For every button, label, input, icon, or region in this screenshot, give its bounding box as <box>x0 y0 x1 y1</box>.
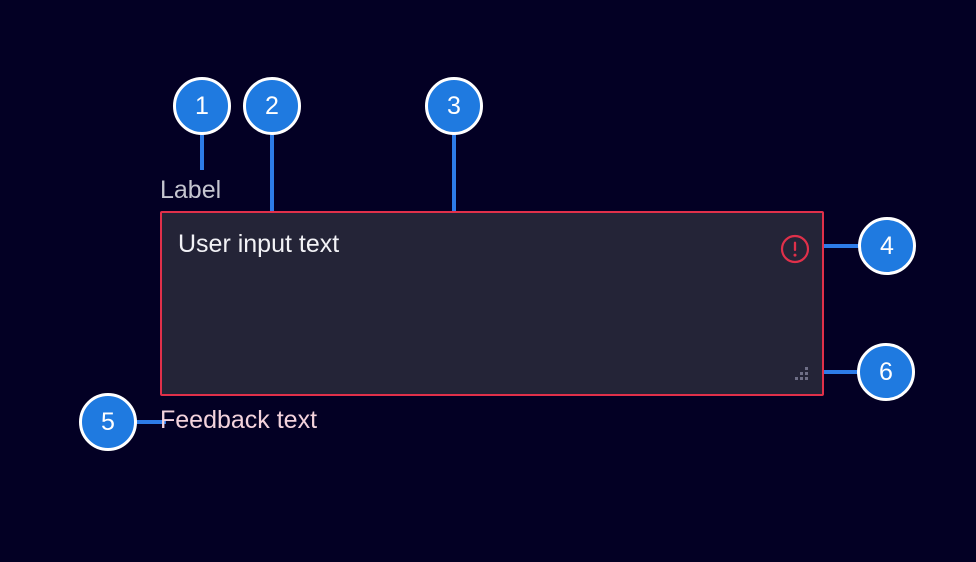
connector-line-5 <box>134 420 166 424</box>
field-label: Label <box>160 176 222 204</box>
connector-line-1 <box>200 130 204 170</box>
callout-badge-5[interactable]: 5 <box>79 393 137 451</box>
callout-badge-1[interactable]: 1 <box>173 77 231 135</box>
callout-badge-6[interactable]: 6 <box>857 343 915 401</box>
callout-badge-2[interactable]: 2 <box>243 77 301 135</box>
resize-grip-icon[interactable] <box>794 366 810 382</box>
feedback-text: Feedback text <box>160 406 318 434</box>
connector-line-6 <box>812 370 860 374</box>
textarea-input-text[interactable]: User input text <box>178 230 340 258</box>
connector-line-3 <box>452 130 456 246</box>
connector-line-2 <box>270 130 274 230</box>
connector-line-4 <box>824 244 860 248</box>
callout-badge-4[interactable]: 4 <box>858 217 916 275</box>
callout-badge-3[interactable]: 3 <box>425 77 483 135</box>
textarea-field[interactable]: User input text <box>160 211 824 396</box>
error-circle-exclamation-icon <box>780 234 810 264</box>
